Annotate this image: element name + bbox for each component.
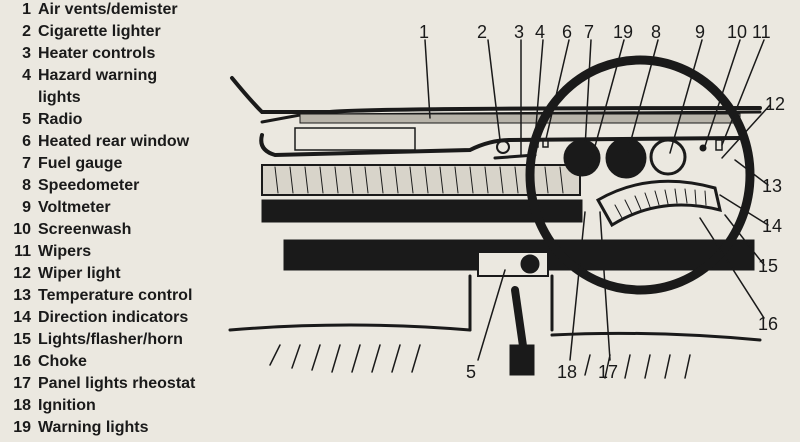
legend-number: 11: [14, 243, 31, 260]
legend-item: 13 Temperature control: [0, 286, 192, 306]
callout-13: 13: [762, 176, 782, 196]
legend-item: 1 Air vents/demister: [0, 0, 178, 20]
callout-3: 3: [514, 22, 524, 42]
legend-label: Hazard warning lights: [38, 66, 157, 109]
legend-item: 2 Cigarette lighter: [0, 22, 161, 42]
legend-label: Lights/flasher/horn: [38, 331, 183, 348]
legend-item: 8 Speedometer: [0, 176, 139, 196]
legend-label: Heater controls: [38, 45, 156, 62]
callout-15: 15: [758, 256, 778, 276]
legend-label: Ignition: [38, 397, 96, 414]
legend-number: 7: [22, 155, 31, 172]
windscreen-base: [230, 76, 762, 114]
legend-number: 3: [22, 45, 31, 62]
legend-number: 10: [13, 221, 31, 238]
legend-item: 15 Lights/flasher/horn: [0, 330, 183, 350]
legend-item: 16 Choke: [0, 352, 87, 372]
callout-18: 18: [557, 362, 577, 382]
legend-number: 18: [13, 397, 31, 414]
callout-12: 12: [765, 94, 785, 114]
callout-9: 9: [695, 22, 705, 42]
legend-label-line: lights: [38, 89, 81, 106]
speedometer: [605, 137, 647, 179]
callout-10: 10: [727, 22, 747, 42]
legend-item: 5 Radio: [0, 110, 82, 130]
legend-item: 17 Panel lights rheostat: [0, 374, 195, 394]
legend-label: Cigarette lighter: [38, 23, 161, 40]
legend-item: 6 Heated rear window: [0, 132, 189, 152]
legend-number: 19: [13, 419, 31, 436]
air-vent-strip: [299, 113, 741, 124]
callout-19: 19: [613, 22, 633, 42]
legend-label: Fuel gauge: [38, 155, 123, 172]
wiper-switch: [715, 139, 723, 151]
callout-17: 17: [598, 362, 618, 382]
legend-label: Direction indicators: [38, 309, 189, 326]
callout-6: 6: [562, 22, 572, 42]
legend-label: Warning lights: [38, 419, 149, 436]
legend-number: 8: [22, 177, 31, 194]
legend-number: 13: [13, 287, 31, 304]
horn-pad: [595, 179, 723, 228]
legend-label: Choke: [38, 353, 87, 370]
legend-label: Radio: [38, 111, 83, 128]
legend-number: 2: [22, 23, 31, 40]
callout-16: 16: [758, 314, 778, 334]
legend-item: 12 Wiper light: [0, 264, 121, 284]
legend-label: Air vents/demister: [38, 1, 178, 18]
callout-8: 8: [651, 22, 661, 42]
fuel-gauge: [563, 139, 601, 177]
legend-item: 10 Screenwash: [0, 220, 131, 240]
callout-7: 7: [584, 22, 594, 42]
heater-controls: [493, 153, 537, 160]
legend-label: Panel lights rheostat: [38, 375, 196, 392]
legend-item: 4 Hazard warning lights: [0, 66, 157, 109]
glovebox: [294, 127, 416, 151]
callout-1: 1: [419, 22, 429, 42]
legend-label: Screenwash: [38, 221, 132, 238]
legend-item: 11 Wipers: [0, 242, 91, 262]
legend-label: Heated rear window: [38, 133, 190, 150]
callout-2: 2: [477, 22, 487, 42]
legend-item: 9 Voltmeter: [0, 198, 111, 218]
legend-number: 4: [22, 67, 31, 84]
legend-item: 14 Direction indicators: [0, 308, 188, 328]
legend-number: 17: [13, 375, 31, 392]
steering-wheel: [525, 55, 755, 295]
legend-label: Voltmeter: [38, 199, 111, 216]
cigarette-lighter: [496, 140, 510, 154]
callout-11: 11: [752, 22, 771, 42]
legend-number: 1: [22, 1, 31, 18]
radio-knob: [520, 254, 540, 274]
callout-4: 4: [535, 22, 545, 42]
legend-item: 18 Ignition: [0, 396, 96, 416]
legend-label: Speedometer: [38, 177, 140, 194]
gear-gaiter: [509, 344, 535, 376]
legend-number: 14: [13, 309, 31, 326]
floor-line: [228, 323, 762, 342]
callout-5: 5: [466, 362, 476, 382]
legend-item: 7 Fuel gauge: [0, 154, 122, 174]
legend-item: 19 Warning lights: [0, 418, 149, 438]
legend-label: Temperature control: [38, 287, 193, 304]
legend-number: 16: [13, 353, 31, 370]
legend-label: Wiper light: [38, 265, 121, 282]
legend-number: 15: [13, 331, 31, 348]
legend-item: 3 Heater controls: [0, 44, 155, 64]
parcel-shelf: [261, 199, 583, 223]
voltmeter: [649, 138, 687, 176]
legend-number: 6: [22, 133, 31, 150]
legend-number: 5: [22, 111, 31, 128]
legend-label: Wipers: [38, 243, 92, 260]
callout-14: 14: [762, 216, 782, 236]
legend-label-line: Hazard warning: [38, 67, 158, 84]
legend-number: 12: [13, 265, 31, 282]
leader-lines: [424, 39, 771, 361]
legend-number: 9: [22, 199, 31, 216]
